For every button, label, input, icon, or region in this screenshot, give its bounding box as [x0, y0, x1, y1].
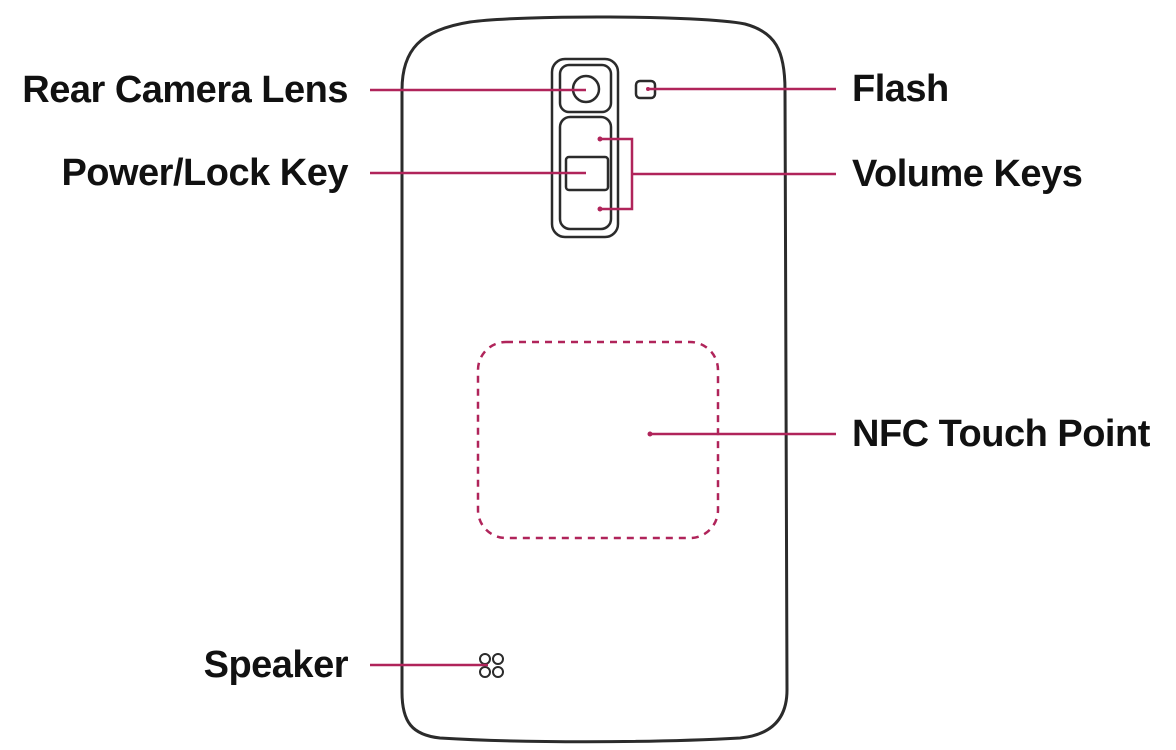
callout-dot-volume-up — [597, 136, 603, 142]
camera-module-outer — [550, 57, 620, 239]
speaker-icon — [479, 653, 504, 678]
callout-dot-flash — [646, 87, 650, 91]
label-rear-camera-lens: Rear Camera Lens — [22, 69, 348, 111]
label-speaker: Speaker — [203, 644, 349, 686]
label-volume-keys: Volume Keys — [852, 153, 1083, 195]
label-nfc-touch-point: NFC Touch Point — [852, 413, 1150, 455]
callout-bracket-volume — [600, 137, 634, 211]
label-flash: Flash — [852, 68, 949, 110]
nfc-touch-area — [476, 340, 720, 540]
label-power-lock-key: Power/Lock Key — [61, 152, 348, 194]
callout-dot-nfc — [647, 431, 653, 437]
camera-lens-housing — [558, 63, 613, 114]
callout-dot-volume-down — [597, 206, 603, 212]
phone-body-outline — [400, 15, 789, 744]
